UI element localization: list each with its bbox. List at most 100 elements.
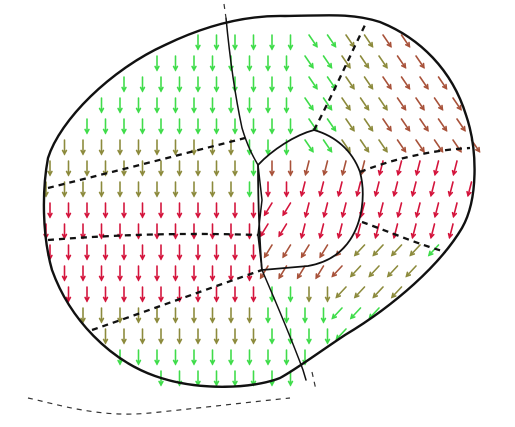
vector-arrow-icon <box>246 265 253 282</box>
vector-arrow-icon <box>250 202 257 219</box>
vector-arrow-icon <box>269 34 275 51</box>
vector-arrow-icon <box>287 118 294 135</box>
vector-arrow-icon <box>250 118 257 135</box>
vector-arrow-icon <box>158 160 164 177</box>
vector-arrow-icon <box>154 139 160 156</box>
vector-arrow-icon <box>287 76 294 93</box>
vector-arrow-icon <box>84 244 90 261</box>
vector-arrow-icon <box>378 139 388 153</box>
vector-arrow-icon <box>80 223 86 240</box>
vector-arrow-icon <box>102 286 109 303</box>
vector-arrow-icon <box>135 139 142 156</box>
vector-arrow-icon <box>250 244 257 261</box>
vector-arrow-icon <box>209 349 216 366</box>
vector-arrow-icon <box>299 181 306 198</box>
vector-arrow-icon <box>65 244 72 261</box>
vector-arrow-icon <box>213 244 220 261</box>
vector-arrow-icon <box>359 55 370 69</box>
vector-arrow-icon <box>246 181 253 198</box>
vector-arrow-icon <box>98 307 105 324</box>
vector-arrow-icon <box>447 181 454 198</box>
vector-arrow-icon <box>259 265 269 280</box>
vector-arrow-icon <box>172 55 179 72</box>
vector-arrow-icon <box>355 223 362 240</box>
vector-arrow-icon <box>84 160 90 177</box>
vector-arrow-icon <box>400 118 411 132</box>
vector-arrow-icon <box>373 223 380 240</box>
vector-arrow-icon <box>373 181 380 198</box>
vector-arrow-icon <box>154 55 160 72</box>
vector-arrow-icon <box>427 244 440 257</box>
vector-arrow-icon <box>349 307 362 320</box>
vector-arrow-icon <box>228 307 234 324</box>
vector-arrow-icon <box>158 118 164 135</box>
vector-arrow-icon <box>176 118 183 135</box>
vector-arrow-icon <box>139 76 146 93</box>
vector-arrow-icon <box>121 202 127 219</box>
vector-arrow-icon <box>172 139 179 156</box>
vector-arrow-icon <box>84 118 90 135</box>
vector-arrow-icon <box>176 328 183 345</box>
vector-arrow-icon <box>345 76 355 90</box>
vector-arrow-icon <box>135 97 142 114</box>
vector-arrow-icon <box>98 139 105 156</box>
vector-arrow-icon <box>246 97 253 114</box>
vector-arrow-icon <box>433 160 440 177</box>
vector-arrow-icon <box>433 202 440 219</box>
vector-arrow-icon <box>382 76 392 90</box>
vector-arrow-icon <box>191 97 197 114</box>
vector-arrow-icon <box>265 55 271 72</box>
vector-arrow-icon <box>139 202 146 219</box>
vector-arrow-icon <box>84 202 90 219</box>
vector-arrow-icon <box>139 118 146 135</box>
vector-arrow-icon <box>318 181 325 198</box>
vector-arrow-icon <box>195 328 201 345</box>
vector-arrow-icon <box>117 97 123 114</box>
vector-arrow-icon <box>390 244 403 257</box>
vector-arrow-icon <box>172 223 179 240</box>
vector-arrow-icon <box>232 286 238 303</box>
vector-arrow-icon <box>246 349 253 366</box>
vector-arrow-icon <box>341 97 351 111</box>
vector-arrow-icon <box>213 34 220 51</box>
vector-arrow-icon <box>191 139 197 156</box>
outer-boundary <box>42 14 476 388</box>
vector-arrow-icon <box>154 223 160 240</box>
vector-arrow-icon <box>340 160 347 177</box>
vector-arrow-icon <box>265 349 271 366</box>
vector-arrow-icon <box>250 76 257 93</box>
vector-arrow-icon <box>121 328 127 345</box>
vector-arrow-icon <box>429 223 436 240</box>
vector-arrow-icon <box>228 181 234 198</box>
vector-arrow-icon <box>250 286 257 303</box>
vector-arrow-icon <box>158 244 164 261</box>
vector-arrow-icon <box>246 307 253 324</box>
vector-arrow-icon <box>191 265 197 282</box>
vector-arrow-icon <box>429 181 436 198</box>
vector-arrow-icon <box>447 223 454 240</box>
vector-arrow-icon <box>265 97 271 114</box>
vector-arrow-icon <box>303 160 310 177</box>
vector-arrow-icon <box>191 55 197 72</box>
vector-arrow-icon <box>228 223 234 240</box>
vector-arrow-icon <box>400 76 411 90</box>
vector-arrow-icon <box>139 286 146 303</box>
vector-arrow-icon <box>61 223 68 240</box>
vector-arrow-icon <box>304 139 314 153</box>
vector-arrow-icon <box>287 370 294 387</box>
seam-dashed-left-upper <box>47 136 246 190</box>
vector-arrow-icon <box>368 265 380 278</box>
vector-arrow-icon <box>228 349 234 366</box>
vector-arrow-icon <box>232 370 238 387</box>
vector-arrow-icon <box>80 307 86 324</box>
vector-arrow-icon <box>263 202 273 217</box>
seam-dashed-left-middle <box>47 232 259 242</box>
vector-arrow-icon <box>228 97 234 114</box>
vector-arrow-icon <box>269 76 275 93</box>
vector-arrow-icon <box>154 307 160 324</box>
vector-arrow-icon <box>209 55 216 72</box>
seam-upper-solid <box>225 17 259 166</box>
vector-arrow-icon <box>415 97 425 111</box>
vector-arrow-icon <box>195 286 201 303</box>
seam-lower-solid <box>261 269 307 381</box>
